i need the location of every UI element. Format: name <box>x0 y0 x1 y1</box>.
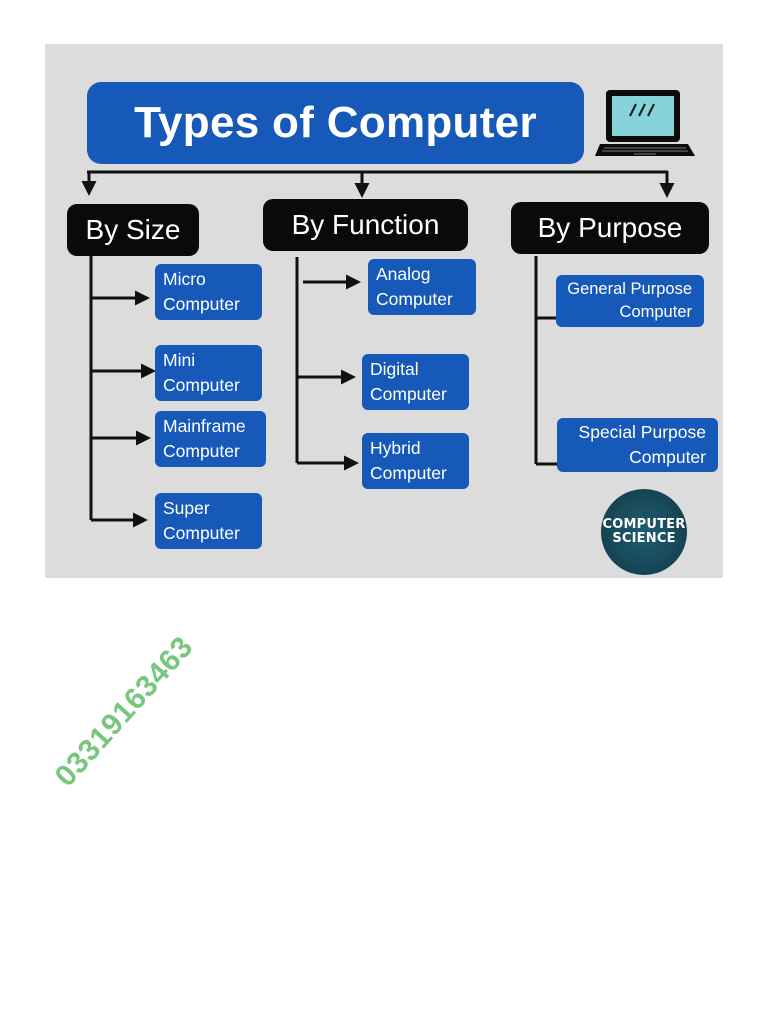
item-line: Special Purpose <box>578 422 706 443</box>
laptop-icon <box>595 90 695 156</box>
item-line: Micro <box>163 269 206 290</box>
item-line: Computer <box>163 523 240 543</box>
item-line: Mini <box>163 350 196 371</box>
item-special-purpose-computer: Special Purpose Computer <box>557 418 718 472</box>
item-digital-computer: Digital Computer <box>362 354 469 410</box>
item-line: General Purpose <box>567 279 692 298</box>
item-line: Super <box>163 498 210 519</box>
category-by-purpose: By Purpose <box>511 202 709 254</box>
diagram-title: Types of Computer <box>87 82 584 164</box>
item-line: Computer <box>163 441 240 461</box>
item-line: Computer <box>629 447 706 467</box>
item-general-purpose-computer: General Purpose Computer <box>556 275 704 327</box>
item-line: Computer <box>619 303 692 321</box>
item-line: Analog <box>376 264 431 285</box>
logo-text: SCIENCE <box>612 531 676 546</box>
item-line: Computer <box>376 289 453 309</box>
item-line: Mainframe <box>163 416 246 437</box>
item-micro-computer: Micro Computer <box>155 264 262 320</box>
item-super-computer: Super Computer <box>155 493 262 549</box>
computer-science-logo: COMPUTER SCIENCE <box>601 489 687 575</box>
item-line: Digital <box>370 359 419 380</box>
category-by-size: By Size <box>67 204 199 256</box>
item-mini-computer: Mini Computer <box>155 345 262 401</box>
item-line: Hybrid <box>370 438 421 459</box>
item-hybrid-computer: Hybrid Computer <box>362 433 469 489</box>
logo-text: COMPUTER <box>602 516 686 532</box>
category-by-function: By Function <box>263 199 468 251</box>
item-line: Computer <box>370 384 447 404</box>
item-analog-computer: Analog Computer <box>368 259 476 315</box>
item-line: Computer <box>163 375 240 395</box>
item-line: Computer <box>163 294 240 314</box>
item-line: Computer <box>370 463 447 483</box>
item-mainframe-computer: Mainframe Computer <box>155 411 266 467</box>
